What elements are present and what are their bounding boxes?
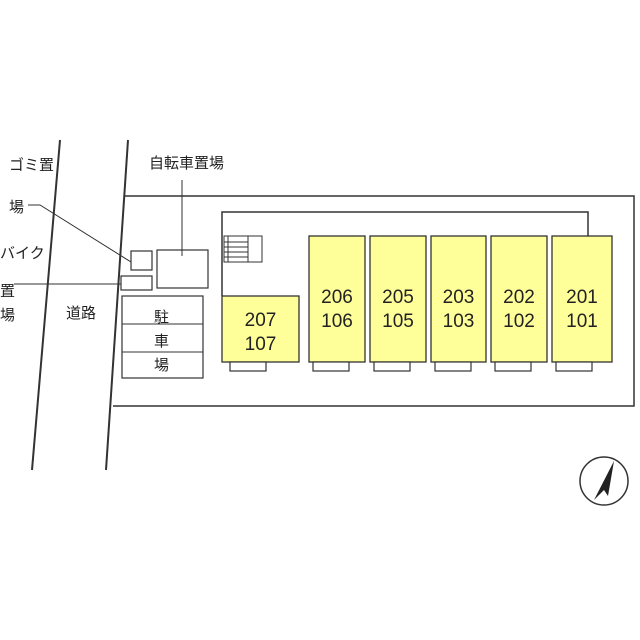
svg-text:ゴミ置: ゴミ置 (9, 156, 54, 174)
road-label: 道路 (66, 304, 96, 322)
svg-text:駐: 駐 (154, 308, 169, 326)
garbage-area (130, 250, 153, 271)
building-corridor (221, 211, 589, 296)
road-edge-left (31, 139, 61, 471)
unit-lower-number: 107 (245, 334, 277, 355)
unit-entry-tab (434, 361, 472, 372)
svg-text:車: 車 (154, 332, 169, 350)
bike-area (120, 275, 153, 291)
unit-entry-tab (312, 361, 350, 372)
unit-101 (551, 235, 613, 363)
units: 207 107 206 106 205 105 203 103 202 102 201 101 (221, 235, 613, 372)
garbage-leader (28, 204, 132, 263)
unit-lower-number: 105 (382, 311, 414, 332)
unit-upper-number: 207 (245, 310, 277, 331)
unit-lower-number: 101 (566, 311, 598, 332)
parking-area (121, 295, 204, 379)
unit-upper-number: 203 (443, 287, 475, 308)
unit-lower-number: 102 (503, 311, 535, 332)
site-boundary (113, 195, 635, 407)
unit-entry-tab (373, 361, 411, 372)
svg-text:場: 場 (154, 356, 169, 374)
unit-107 (221, 295, 300, 363)
unit-upper-number: 201 (566, 287, 598, 308)
unit-entry-tab (229, 361, 267, 372)
unit-entry-tab (555, 361, 593, 372)
unit-upper-number: 202 (503, 287, 535, 308)
svg-text:バイク: バイク (0, 244, 45, 262)
north-arrow-icon (579, 456, 629, 506)
unit-lower-number: 103 (443, 311, 475, 332)
parking-label: 駐 車 場 (154, 308, 169, 374)
svg-text:置: 置 (0, 282, 15, 300)
unit-upper-number: 205 (382, 287, 414, 308)
svg-text:場: 場 (9, 198, 24, 216)
unit-lower-number: 106 (321, 311, 353, 332)
unit-entry-tab (494, 361, 532, 372)
garbage-label: ゴミ置 場 (9, 156, 54, 216)
road-edge-right (105, 139, 129, 471)
bicycle-parking-label: 自転車置場 (149, 154, 224, 172)
unit-upper-number: 206 (321, 287, 353, 308)
svg-text:場: 場 (0, 306, 15, 324)
stairs-icon (223, 235, 263, 263)
bike-label: バイク 置 場 (0, 244, 45, 324)
